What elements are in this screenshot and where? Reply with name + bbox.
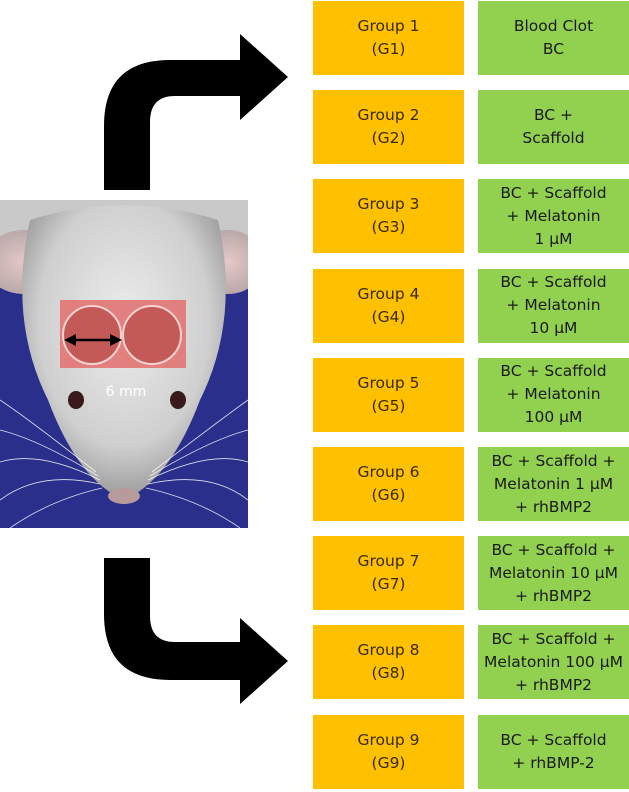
treatment-box: BC + Scaffold + rhBMP-2 <box>478 714 629 789</box>
group-label: Group 4 <box>357 284 420 303</box>
treatment-line: 10 µM <box>529 319 578 338</box>
treatment-line: BC + Scaffold <box>500 730 607 749</box>
treatment-line: BC + Scaffold + <box>491 629 616 648</box>
group-label: Group 1 <box>357 17 420 35</box>
rat-head-illustration <box>0 200 248 528</box>
treatment-line: + rhBMP-2 <box>512 753 595 772</box>
group-box: Group 6 (G6) <box>313 447 464 521</box>
treatment-line: + Melatonin <box>506 206 601 225</box>
treatment-box: BC + Scaffold + Melatonin 100 µM + rhBMP2 <box>478 625 629 700</box>
group-box: Group 5 (G5) <box>313 357 464 432</box>
group-label: Group 8 <box>357 641 420 660</box>
scale-label: 6 mm <box>105 384 147 400</box>
group-code: (G5) <box>371 396 406 415</box>
treatment-line: BC + Scaffold <box>500 183 607 202</box>
group-label: Group 3 <box>357 195 420 214</box>
upper-curved-arrow <box>104 34 288 190</box>
treatment-line: BC + <box>533 106 574 125</box>
group-box: Group 4 (G4) <box>313 268 464 343</box>
group-box: Group 8 (G8) <box>313 625 464 700</box>
group-code: (G8) <box>371 664 406 683</box>
group-box: Group 2 (G2) <box>313 90 464 165</box>
treatment-line: Melatonin 10 µM <box>488 563 619 582</box>
group-label: Group 6 <box>357 463 420 481</box>
lower-curved-arrow <box>104 558 288 704</box>
group-box: Group 9 (G9) <box>313 714 464 789</box>
treatment-box: BC + Scaffold <box>478 90 629 165</box>
group-code: (G3) <box>371 218 406 237</box>
treatment-line: + rhBMP2 <box>514 497 593 516</box>
group-label: Group 5 <box>357 373 420 392</box>
treatment-line: + rhBMP2 <box>514 675 593 694</box>
treatment-box: BC + Scaffold + Melatonin 10 µM <box>478 268 629 343</box>
group-code: (G2) <box>371 129 406 148</box>
group-label: Group 2 <box>357 106 420 125</box>
treatment-line: 1 µM <box>534 229 573 248</box>
group-box: Group 1 (G1) <box>313 1 464 75</box>
group-label: Group 7 <box>357 552 420 571</box>
treatment-line: Melatonin 100 µM <box>484 652 623 671</box>
treatment-line: + rhBMP2 <box>514 586 593 605</box>
defect-right <box>122 305 182 365</box>
group-code: (G4) <box>371 307 406 326</box>
group-label: Group 9 <box>357 730 420 749</box>
treatment-line: BC <box>542 40 565 58</box>
group-code: (G1) <box>371 40 406 58</box>
treatment-box: BC + Scaffold + Melatonin 10 µM + rhBMP2 <box>478 536 629 611</box>
group-code: (G6) <box>371 486 406 504</box>
treatment-line: Blood Clot <box>513 17 594 35</box>
scale-arrow <box>64 334 122 346</box>
treatment-line: + Melatonin <box>506 296 601 315</box>
treatment-box: BC + Scaffold + Melatonin 100 µM <box>478 357 629 432</box>
treatment-line: Scaffold <box>522 129 585 148</box>
treatment-line: Melatonin 1 µM <box>493 474 614 493</box>
defect-left <box>62 305 122 365</box>
treatment-line: + Melatonin <box>506 385 601 404</box>
rat-calvaria-photo <box>0 200 248 528</box>
group-code: (G7) <box>371 575 406 594</box>
treatment-line: BC + Scaffold + <box>491 540 616 559</box>
group-code: (G9) <box>371 753 406 772</box>
group-box: Group 7 (G7) <box>313 536 464 611</box>
treatment-line: BC + Scaffold <box>500 273 607 292</box>
group-box: Group 3 (G3) <box>313 179 464 254</box>
treatment-line: BC + Scaffold <box>500 362 607 381</box>
treatment-line: 100 µM <box>524 408 583 427</box>
treatment-box: BC + Scaffold + Melatonin 1 µM <box>478 179 629 254</box>
treatment-box: BC + Scaffold + Melatonin 1 µM + rhBMP2 <box>478 447 629 521</box>
treatment-line: BC + Scaffold + <box>491 451 616 470</box>
